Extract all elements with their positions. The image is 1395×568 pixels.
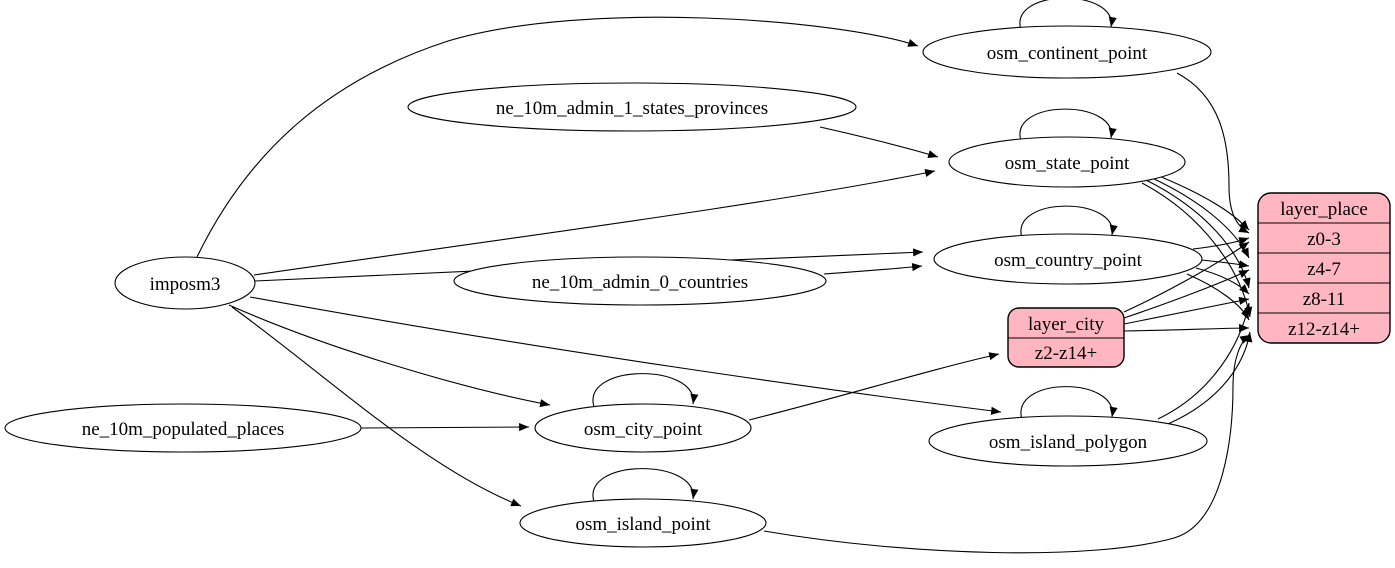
- edge-imposm3-osm_state_point: [253, 169, 936, 276]
- edge-imposm3-osm_island_polygon: [249, 296, 1002, 415]
- edge-layer: [196, 0, 1253, 554]
- node-osm_city_point-label: osm_city_point: [584, 419, 703, 440]
- layer_place-row-z4-7: z4-7: [1307, 259, 1341, 280]
- edge-self-osm_city_point: [592, 373, 699, 408]
- node-osm_country_point-shape: [933, 233, 1203, 285]
- edge-self-osm_island_point: [592, 468, 699, 503]
- edge-osm_city_point-layer_city: [748, 352, 1000, 421]
- layer_place-row-z8-11: z8-11: [1303, 289, 1346, 310]
- layer_place-row-z0-3: z0-3: [1307, 229, 1341, 250]
- node-ne_10m_admin_1_states_provinces-label: ne_10m_admin_1_states_provinces: [496, 98, 768, 119]
- edge-ne_10m_admin_0_countries-osm_country_point: [823, 263, 923, 275]
- node-layer_city: layer_city z2-z14+: [1007, 307, 1125, 368]
- node-osm_island_polygon-shape: [928, 415, 1208, 467]
- node-osm_country_point: osm_country_point: [933, 233, 1203, 285]
- node-ne_10m_admin_0_countries: ne_10m_admin_0_countries: [453, 256, 827, 306]
- node-ne_10m_admin_1_states_provinces: ne_10m_admin_1_states_provinces: [407, 82, 857, 132]
- layer_place-row-z12-z14: z12-z14+: [1288, 319, 1360, 340]
- node-osm_island_polygon: osm_island_polygon: [928, 415, 1208, 467]
- edge-ne_10m_admin_1_states_provinces-osm_state_point: [819, 126, 939, 159]
- edge-layer_city-layer_place-z8-11: [1123, 296, 1250, 325]
- edge-self-osm_country_point: [1020, 205, 1118, 239]
- edge-ne_10m_populated_places-osm_city_point: [360, 422, 530, 432]
- node-osm_city_point: osm_city_point: [534, 403, 752, 453]
- node-osm_island_point-label: osm_island_point: [575, 514, 711, 535]
- node-ne_10m_populated_places-label: ne_10m_populated_places: [82, 419, 285, 440]
- node-imposm3-label: imposm3: [150, 274, 221, 295]
- node-ne_10m_admin_0_countries-label: ne_10m_admin_0_countries: [532, 272, 748, 293]
- edge-layer_city-layer_place-z4-7: [1123, 269, 1250, 319]
- edge-osm_country_point-layer_place-z8-11: [1195, 267, 1250, 295]
- node-layer_place-title: layer_place: [1280, 199, 1368, 220]
- edge-osm_state_point-layer_place-z0-3: [1153, 173, 1250, 231]
- edge-layer_city-layer_place-z12-z14: [1123, 323, 1250, 333]
- node-ne_10m_populated_places: ne_10m_populated_places: [4, 403, 362, 453]
- node-layer_place-shape: [1257, 192, 1391, 344]
- edge-imposm3-osm_island_point: [231, 306, 522, 507]
- node-osm_continent_point-label: osm_continent_point: [987, 43, 1148, 64]
- edge-layer_city-layer_place-z0-3: [1123, 241, 1250, 313]
- node-osm_state_point-shape: [948, 136, 1186, 188]
- edge-imposm3-osm_city_point: [228, 304, 551, 408]
- edge-imposm3-osm_continent_point: [196, 16, 919, 258]
- node-osm_continent_point-shape: [922, 25, 1212, 79]
- node-osm_city_point-shape: [534, 403, 752, 453]
- node-ne_10m_populated_places-shape: [4, 403, 362, 453]
- edge-osm_continent_point-layer_place-z0-3: [1176, 72, 1250, 234]
- node-osm_island_polygon-label: osm_island_polygon: [989, 432, 1148, 453]
- node-osm_country_point-label: osm_country_point: [994, 250, 1142, 271]
- edge-osm_country_point-layer_place-z12-z14: [1186, 273, 1250, 321]
- node-ne_10m_admin_0_countries-shape: [453, 256, 827, 306]
- layer_city-row-z2-z14: z2-z14+: [1035, 343, 1097, 364]
- edge-osm_island_point-layer_place-z12-z14: [763, 334, 1251, 554]
- node-osm_state_point: osm_state_point: [948, 136, 1186, 188]
- edge-osm_country_point-layer_place-z0-3: [1192, 237, 1250, 250]
- node-osm_continent_point: osm_continent_point: [922, 25, 1212, 79]
- node-layer_city-title: layer_city: [1028, 314, 1104, 335]
- node-imposm3: imposm3: [114, 256, 256, 310]
- edge-osm_island_polygon-layer_place-z12-z14: [1167, 331, 1253, 425]
- edge-self-osm_island_polygon: [1020, 386, 1118, 421]
- node-osm_state_point-label: osm_state_point: [1005, 153, 1130, 174]
- node-imposm3-shape: [114, 256, 256, 310]
- node-ne_10m_admin_1_states_provinces-shape: [407, 82, 857, 132]
- node-osm_island_point-shape: [519, 498, 767, 548]
- edge-self-osm_continent_point: [1019, 0, 1117, 31]
- edge-osm_country_point-layer_place-z4-7: [1200, 259, 1250, 269]
- edge-self-osm_state_point: [1019, 108, 1117, 142]
- edge-osm_island_polygon-layer_place-z8-11: [1157, 302, 1252, 420]
- node-layer_place: layer_place z0-3 z4-7 z8-11 z12-z14+: [1257, 192, 1391, 344]
- node-osm_island_point: osm_island_point: [519, 498, 767, 548]
